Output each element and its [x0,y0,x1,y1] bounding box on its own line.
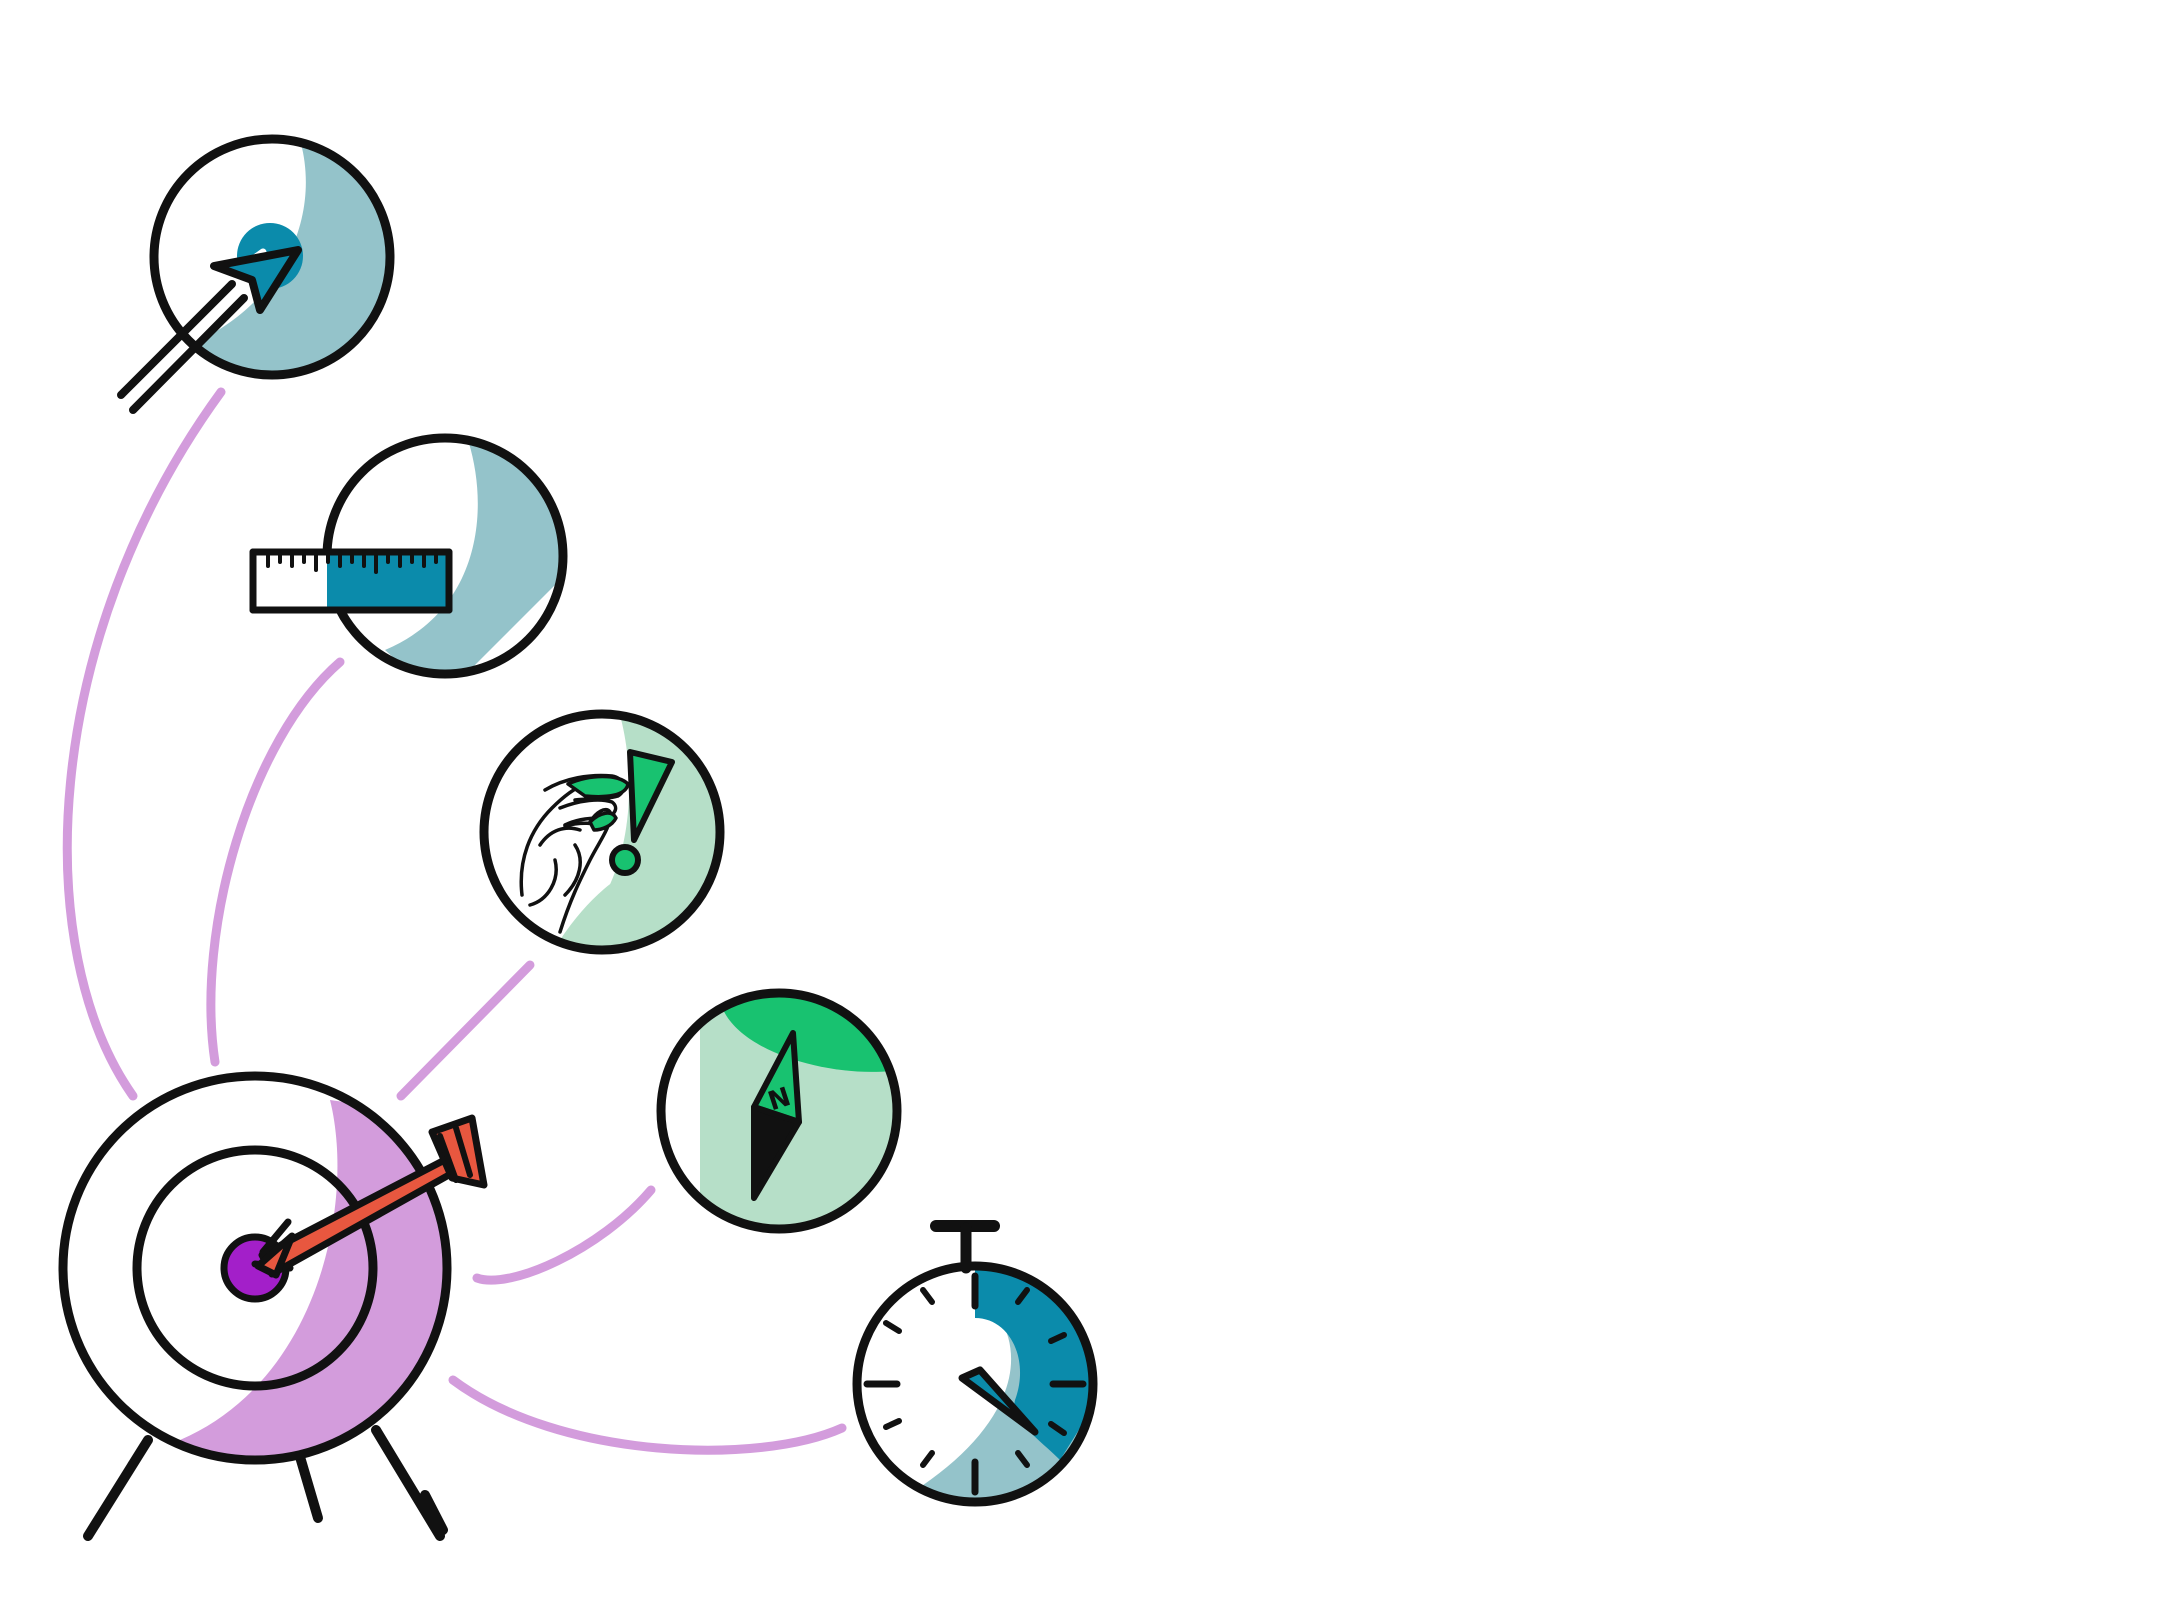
target-arrow-icon [251,1114,488,1279]
connectors [62,387,847,1455]
ruler-icon [249,548,453,614]
node-ruler [249,433,568,679]
node-compass: N [656,988,902,1234]
node-shading [190,143,386,371]
target-outer-ring [58,1071,452,1465]
node-shading [385,442,559,670]
connector-ruler-node [206,657,345,1067]
connector-alert-node [396,960,535,1101]
connector-stopwatch-node [448,1375,847,1455]
target-inner-ring [132,1145,378,1391]
compass-needle-icon: N [751,1030,802,1201]
connector-arrow-node [62,387,226,1101]
target-with-arrow [58,1071,488,1541]
arrow-hitting-dot-icon [117,246,302,414]
hand-alert-icon [519,749,675,934]
node-stopwatch [852,1220,1098,1507]
connector-compass-node [472,1185,656,1285]
node-hand-alert [479,709,725,955]
node-arrow-dot [117,134,395,414]
target-stand [83,1425,448,1541]
stopwatch-hand [958,1366,1039,1436]
stopwatch-icon [863,1220,1087,1496]
